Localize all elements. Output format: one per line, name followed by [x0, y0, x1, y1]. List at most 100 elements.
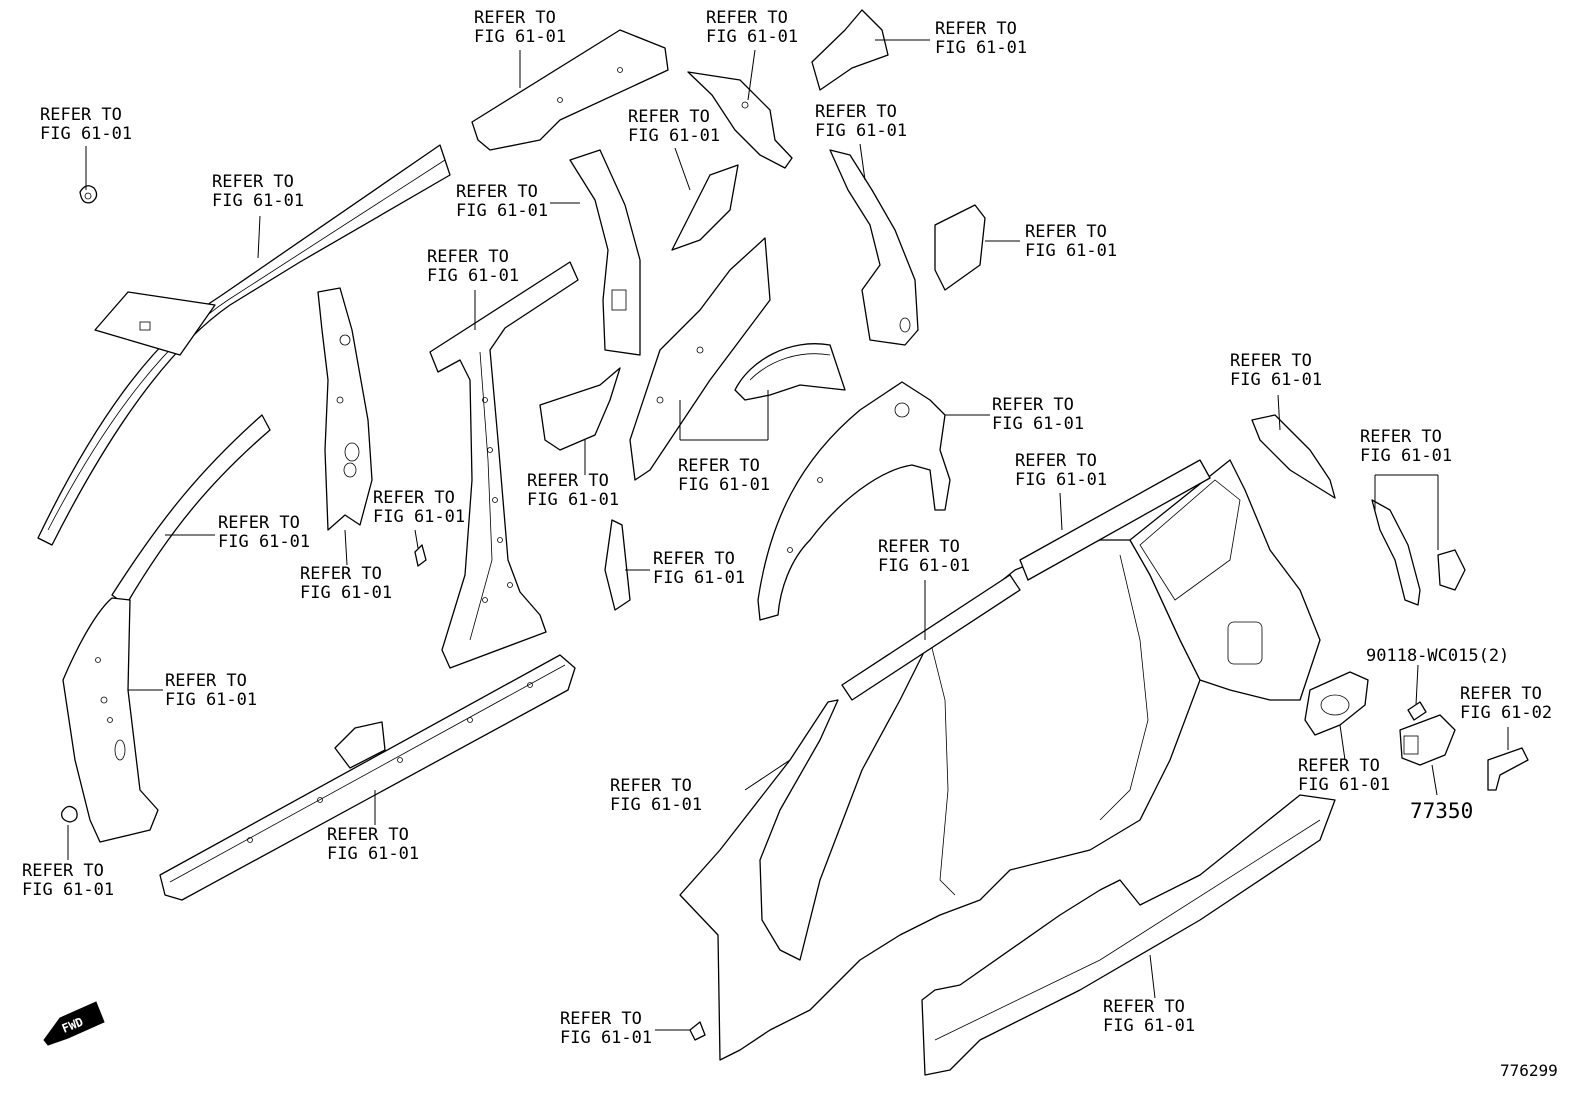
refer-label-23b: FIG 61-02: [1460, 703, 1552, 723]
refer-label-19a: REFER TO: [878, 537, 960, 557]
refer-label-28b: FIG 61-01: [1103, 1016, 1195, 1036]
refer-label-23a: REFER TO: [1460, 684, 1542, 704]
parts-layer: [37, 9, 1529, 1076]
refer-label-9a: REFER TO: [427, 247, 509, 267]
hinge-bracket: [1487, 747, 1529, 791]
refer-label-17b: FIG 61-01: [373, 507, 465, 527]
refer-label-25b: FIG 61-01: [1298, 775, 1390, 795]
refer-label-9b: FIG 61-01: [427, 266, 519, 286]
small-side-panel: [934, 204, 986, 291]
diagram-number: 776299: [1500, 1061, 1558, 1080]
rocker-reinforcement: [159, 654, 576, 901]
refer-label-10b: FIG 61-01: [1025, 241, 1117, 261]
refer-label-22a: REFER TO: [165, 671, 247, 691]
top-right-gusset: [811, 9, 889, 91]
refer-label-5a: REFER TO: [935, 19, 1017, 39]
refer-label-4b: FIG 61-01: [706, 27, 798, 47]
labels-layer: REFER TO FIG 61-01 REFER TO FIG 61-01 RE…: [22, 8, 1558, 1080]
rear-pillar-inner: [829, 149, 919, 346]
wheelhouse-bracket: [539, 367, 621, 451]
refer-label-5b: FIG 61-01: [935, 38, 1027, 58]
refer-label-1b: FIG 61-01: [40, 124, 132, 144]
refer-label-29b: FIG 61-01: [560, 1028, 652, 1048]
leader-lines: [67, 39, 1509, 1031]
small-bracket: [414, 544, 427, 567]
refer-label-25a: REFER TO: [1298, 756, 1380, 776]
refer-label-15a: REFER TO: [1360, 427, 1442, 447]
refer-label-3a: REFER TO: [474, 8, 556, 28]
center-pillar-reinforcement: [317, 287, 373, 531]
quarter-inner-pillar: [569, 149, 641, 356]
refer-label-4a: REFER TO: [706, 8, 788, 28]
refer-label-13b: FIG 61-01: [527, 490, 619, 510]
refer-label-20b: FIG 61-01: [653, 568, 745, 588]
tail-clip: [1437, 549, 1466, 591]
narrow-strip: [604, 519, 631, 611]
refer-label-14b: FIG 61-01: [1230, 370, 1322, 390]
refer-label-7b: FIG 61-01: [815, 121, 907, 141]
clip-part: [61, 805, 78, 823]
grommet-part: [79, 185, 98, 204]
roof-side-rail: [37, 144, 451, 546]
refer-label-27b: FIG 61-01: [22, 880, 114, 900]
rocker-outer: [921, 794, 1336, 1076]
refer-label-7a: REFER TO: [815, 102, 897, 122]
refer-label-11a: REFER TO: [992, 395, 1074, 415]
roof-rail-rear: [471, 29, 669, 151]
front-pillar-lower: [62, 597, 159, 843]
roof-edge-strip: [841, 574, 1021, 701]
quarter-inner-large: [757, 381, 951, 621]
refer-label-29a: REFER TO: [560, 1009, 642, 1029]
fuel-lid: [1399, 714, 1456, 766]
refer-label-12a: REFER TO: [678, 456, 760, 476]
refer-label-18b: FIG 61-01: [218, 532, 310, 552]
refer-label-13a: REFER TO: [527, 471, 609, 491]
bottom-clip: [689, 1021, 706, 1041]
refer-label-8a: REFER TO: [456, 182, 538, 202]
refer-label-24a: REFER TO: [610, 776, 692, 796]
bolt-part: [1407, 701, 1427, 721]
refer-label-28a: REFER TO: [1103, 997, 1185, 1017]
wheelhouse-outer: [734, 343, 846, 401]
refer-label-19b: FIG 61-01: [878, 556, 970, 576]
inner-roof-rail: [111, 414, 271, 606]
top-bracket: [687, 71, 793, 169]
refer-label-26b: FIG 61-01: [327, 844, 419, 864]
refer-label-10a: REFER TO: [1025, 222, 1107, 242]
refer-label-26a: REFER TO: [327, 825, 409, 845]
rear-corner-brace: [1251, 414, 1336, 499]
refer-label-2a: REFER TO: [212, 172, 294, 192]
refer-label-20a: REFER TO: [653, 549, 735, 569]
refer-label-1a: REFER TO: [40, 105, 122, 125]
fwd-arrow-icon: FWD: [43, 1001, 105, 1046]
refer-label-16a: REFER TO: [1015, 451, 1097, 471]
refer-label-3b: FIG 61-01: [474, 27, 566, 47]
part-number-fuel-lid: 77350: [1410, 799, 1473, 823]
refer-label-6b: FIG 61-01: [628, 126, 720, 146]
refer-label-15b: FIG 61-01: [1360, 446, 1452, 466]
refer-label-21a: REFER TO: [300, 564, 382, 584]
refer-label-24b: FIG 61-01: [610, 795, 702, 815]
refer-label-11b: FIG 61-01: [992, 414, 1084, 434]
part-number-bolt: 90118-WC015(2): [1366, 646, 1509, 666]
triangle-bracket: [671, 164, 739, 251]
refer-label-12b: FIG 61-01: [678, 475, 770, 495]
refer-label-18a: REFER TO: [218, 513, 300, 533]
refer-label-6a: REFER TO: [628, 107, 710, 127]
refer-label-22b: FIG 61-01: [165, 690, 257, 710]
refer-label-16b: FIG 61-01: [1015, 470, 1107, 490]
side-body-outer: [679, 459, 1321, 1061]
refer-label-27a: REFER TO: [22, 861, 104, 881]
refer-label-8b: FIG 61-01: [456, 201, 548, 221]
roof-edge-strip-rear: [1019, 459, 1211, 581]
wheelhouse-inner: [629, 237, 771, 481]
refer-label-14a: REFER TO: [1230, 351, 1312, 371]
refer-label-21b: FIG 61-01: [300, 583, 392, 603]
fuel-door-frame: [1304, 671, 1369, 736]
refer-label-17a: REFER TO: [373, 488, 455, 508]
tail-bracket: [1371, 499, 1421, 606]
center-pillar-outer: [429, 261, 579, 669]
refer-label-2b: FIG 61-01: [212, 191, 304, 211]
